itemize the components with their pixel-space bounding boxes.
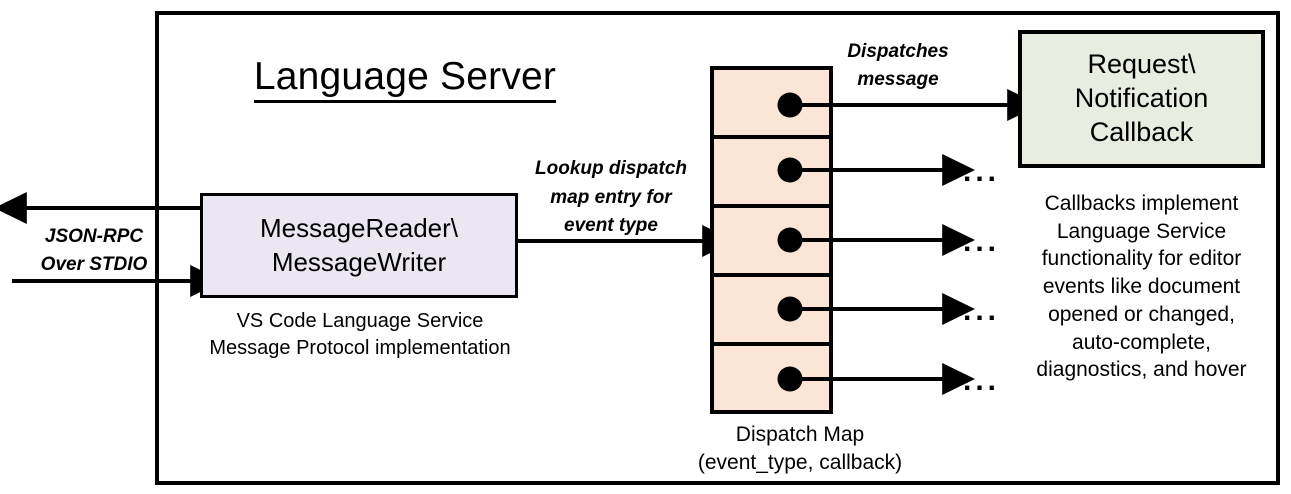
message-box-line2: MessageWriter xyxy=(271,246,447,277)
dispatch-map-caption: Dispatch Map (event_type, callback) xyxy=(640,420,960,478)
dispatch-row-1-link xyxy=(777,89,1040,121)
ellipsis-row-5: ... xyxy=(963,364,1001,397)
dispatches-label-line1: Dispatches xyxy=(847,41,949,63)
language-server-container xyxy=(155,11,1280,485)
dispatch-row-3-link xyxy=(777,224,975,256)
dispatch-map-caption-line1: Dispatch Map xyxy=(735,422,865,446)
lookup-label-line1: Lookup dispatch xyxy=(535,158,687,180)
lookup-label-line3: event type xyxy=(564,215,658,237)
callback-caption-line7: diagnostics, and hover xyxy=(1036,358,1247,382)
lookup-dispatch-label: Lookup dispatch map entry for event type xyxy=(516,152,706,244)
dispatch-map-caption-line2: (event_type, callback) xyxy=(697,451,903,474)
lookup-label-line2: map entry for xyxy=(550,186,672,208)
ellipsis-row-3: ... xyxy=(963,225,1001,258)
callback-caption-line1: Callbacks implement xyxy=(1044,191,1239,215)
message-box-caption: VS Code Language Service Message Protoco… xyxy=(195,307,525,363)
message-caption-line2: Message Protocol implementation xyxy=(209,337,511,359)
jsonrpc-label-line2: Over STDIO xyxy=(40,254,148,275)
dispatches-message-label: Dispatches message xyxy=(833,38,963,94)
message-box-line1: MessageReader\ xyxy=(260,213,458,244)
callback-line2: Notification xyxy=(1074,83,1209,114)
callback-caption-line2: Language Service xyxy=(1056,219,1227,243)
callback-caption-line6: auto-complete, xyxy=(1072,330,1211,354)
callback-line1: Request\ xyxy=(1087,49,1196,80)
callback-caption: Callbacks implement Language Service fun… xyxy=(1004,184,1279,390)
callback-caption-line4: events like document xyxy=(1042,275,1241,299)
ellipsis-row-2: ... xyxy=(963,155,1001,188)
jsonrpc-channel-label: JSON-RPC Over STDIO xyxy=(20,222,168,280)
page-title: Language Server xyxy=(235,52,575,108)
jsonrpc-label-line1: JSON-RPC xyxy=(44,226,144,248)
callback-line3: Callback xyxy=(1089,116,1194,147)
page-title-text: Language Server xyxy=(253,56,557,104)
dispatch-row-4-link xyxy=(777,293,975,325)
ellipsis-row-4: ... xyxy=(963,294,1001,327)
message-reader-writer-box[interactable]: MessageReader\ MessageWriter xyxy=(200,193,518,298)
request-notification-callback-box[interactable]: Request\ Notification Callback xyxy=(1018,30,1265,168)
message-caption-line1: VS Code Language Service xyxy=(236,310,484,332)
dispatches-label-line2: message xyxy=(857,69,939,90)
callback-caption-line3: functionality for editor xyxy=(1041,247,1242,271)
dispatch-row-2-link xyxy=(777,154,975,186)
callback-caption-line5: opened or changed, xyxy=(1048,302,1235,326)
dispatch-row-5-link xyxy=(777,363,975,395)
